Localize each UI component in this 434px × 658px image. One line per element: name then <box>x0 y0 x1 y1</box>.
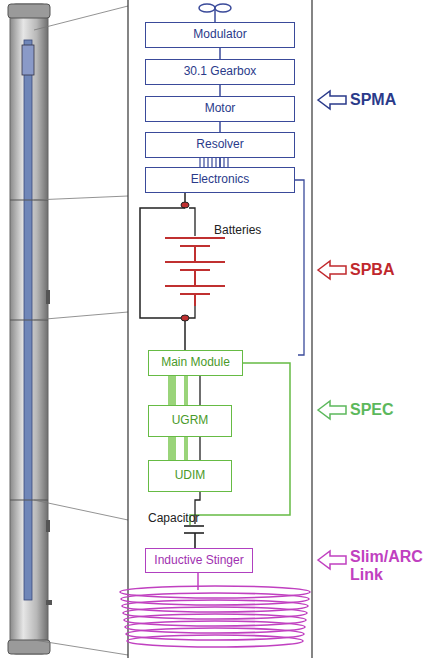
module-box: 30.1 Gearbox <box>145 59 295 85</box>
connector <box>172 376 186 405</box>
assembly-label: SPBA <box>350 261 394 279</box>
module-box: UGRM <box>148 405 232 437</box>
connector <box>220 85 221 96</box>
component-label: Batteries <box>214 224 261 238</box>
module-box: Motor <box>145 96 295 122</box>
component-label: Capacitor <box>148 512 199 526</box>
box-label: Inductive Stinger <box>154 554 243 568</box>
box-label: Motor <box>205 102 236 116</box>
assembly-label: SPMA <box>350 91 396 109</box>
module-box: UDIM <box>148 460 232 492</box>
box-label: Electronics <box>191 173 250 187</box>
connector <box>172 437 186 460</box>
assembly-label: SPEC <box>350 401 394 419</box>
connector <box>220 48 221 59</box>
connector <box>220 122 221 132</box>
assembly-label: Slim/ARC Link <box>350 548 430 585</box>
module-box: Modulator <box>145 22 295 48</box>
box-label: Modulator <box>193 28 246 42</box>
box-label: Resolver <box>196 138 243 152</box>
box-label: UGRM <box>172 414 209 428</box>
module-box: Resolver <box>145 132 295 158</box>
module-box: Main Module <box>148 350 243 376</box>
module-box: Electronics <box>145 167 295 193</box>
box-label: 30.1 Gearbox <box>184 65 257 79</box>
stinger-box: Inductive Stinger <box>145 548 253 573</box>
box-label: UDIM <box>175 469 206 483</box>
box-label: Main Module <box>161 356 230 370</box>
connector <box>220 158 221 167</box>
